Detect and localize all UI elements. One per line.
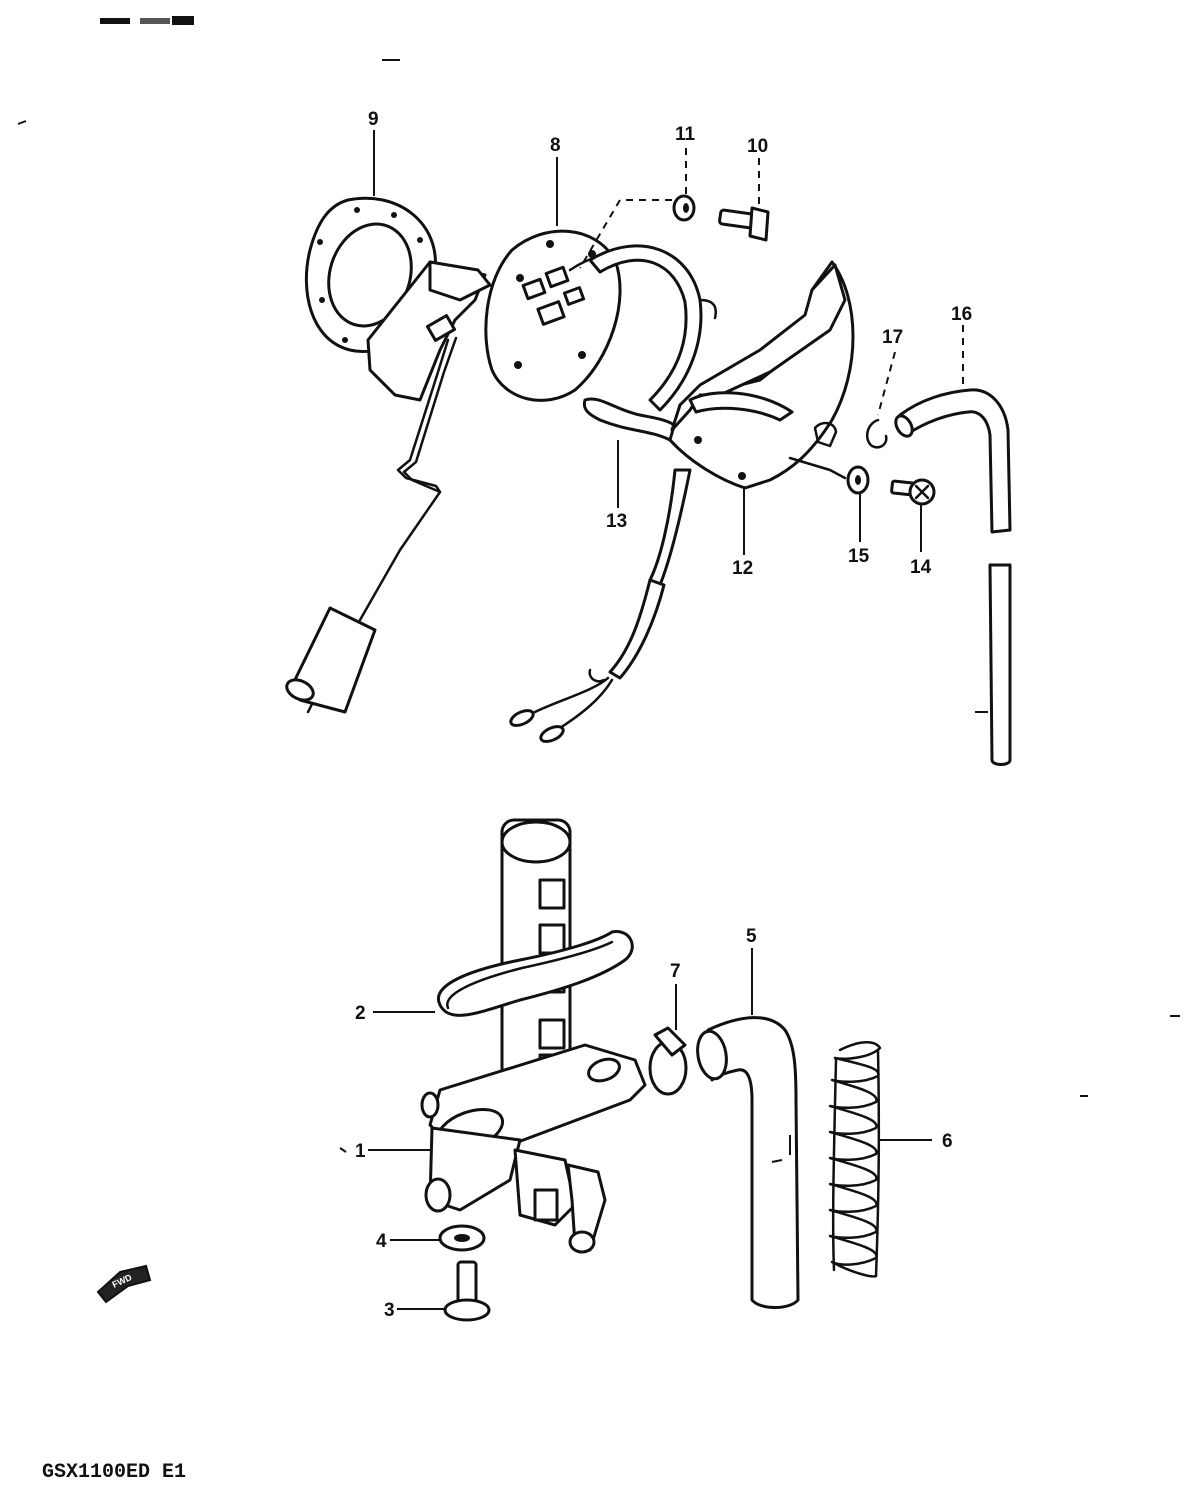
- callout-labels: 1 2 3 4 5 6 7 8 9 10 11 12 13 14 15 16 1…: [355, 109, 972, 1321]
- screw-part-14: [890, 478, 936, 506]
- callout-6: 6: [942, 1131, 953, 1152]
- spring-part-6: [828, 1041, 882, 1278]
- fuel-cock-part-1: [420, 818, 647, 1254]
- o-ring-part-2: [436, 930, 634, 1017]
- callout-11: 11: [675, 124, 696, 145]
- header-marks: [17, 16, 400, 125]
- callout-4: 4: [376, 1231, 387, 1252]
- callout-2: 2: [355, 1003, 366, 1024]
- screw-part-3: [443, 1260, 491, 1322]
- washer-part-15: [846, 465, 870, 495]
- gauge-plate-part-8: [484, 229, 662, 402]
- callout-5: 5: [746, 926, 757, 947]
- callout-3: 3: [384, 1300, 395, 1321]
- clip-part-11: [672, 194, 696, 222]
- hose-clamp-part-7: [648, 1026, 688, 1096]
- leader-lines: [339, 130, 1180, 1310]
- washer-part-4: [438, 1224, 486, 1252]
- callout-10: 10: [747, 136, 768, 157]
- hose-part-16: [894, 388, 1012, 766]
- cover-part-12: [668, 260, 855, 490]
- callout-12: 12: [732, 558, 753, 579]
- callout-16: 16: [951, 304, 972, 325]
- callout-17: 17: [882, 327, 903, 348]
- hose-part-5: [696, 1016, 800, 1309]
- cap-part-17: [865, 418, 888, 449]
- callout-14: 14: [910, 557, 932, 578]
- callout-9: 9: [368, 109, 379, 130]
- front-direction-arrow: FWD: [96, 1264, 152, 1304]
- callout-15: 15: [848, 546, 870, 567]
- callout-1: 1: [355, 1141, 366, 1162]
- fuel-level-gauge-unit: [285, 260, 492, 714]
- bolt-part-10: [718, 206, 770, 242]
- model-code: GSX1100ED E1: [42, 1461, 186, 1484]
- callout-13: 13: [606, 511, 627, 532]
- callout-8: 8: [550, 135, 561, 156]
- callout-7: 7: [670, 961, 681, 982]
